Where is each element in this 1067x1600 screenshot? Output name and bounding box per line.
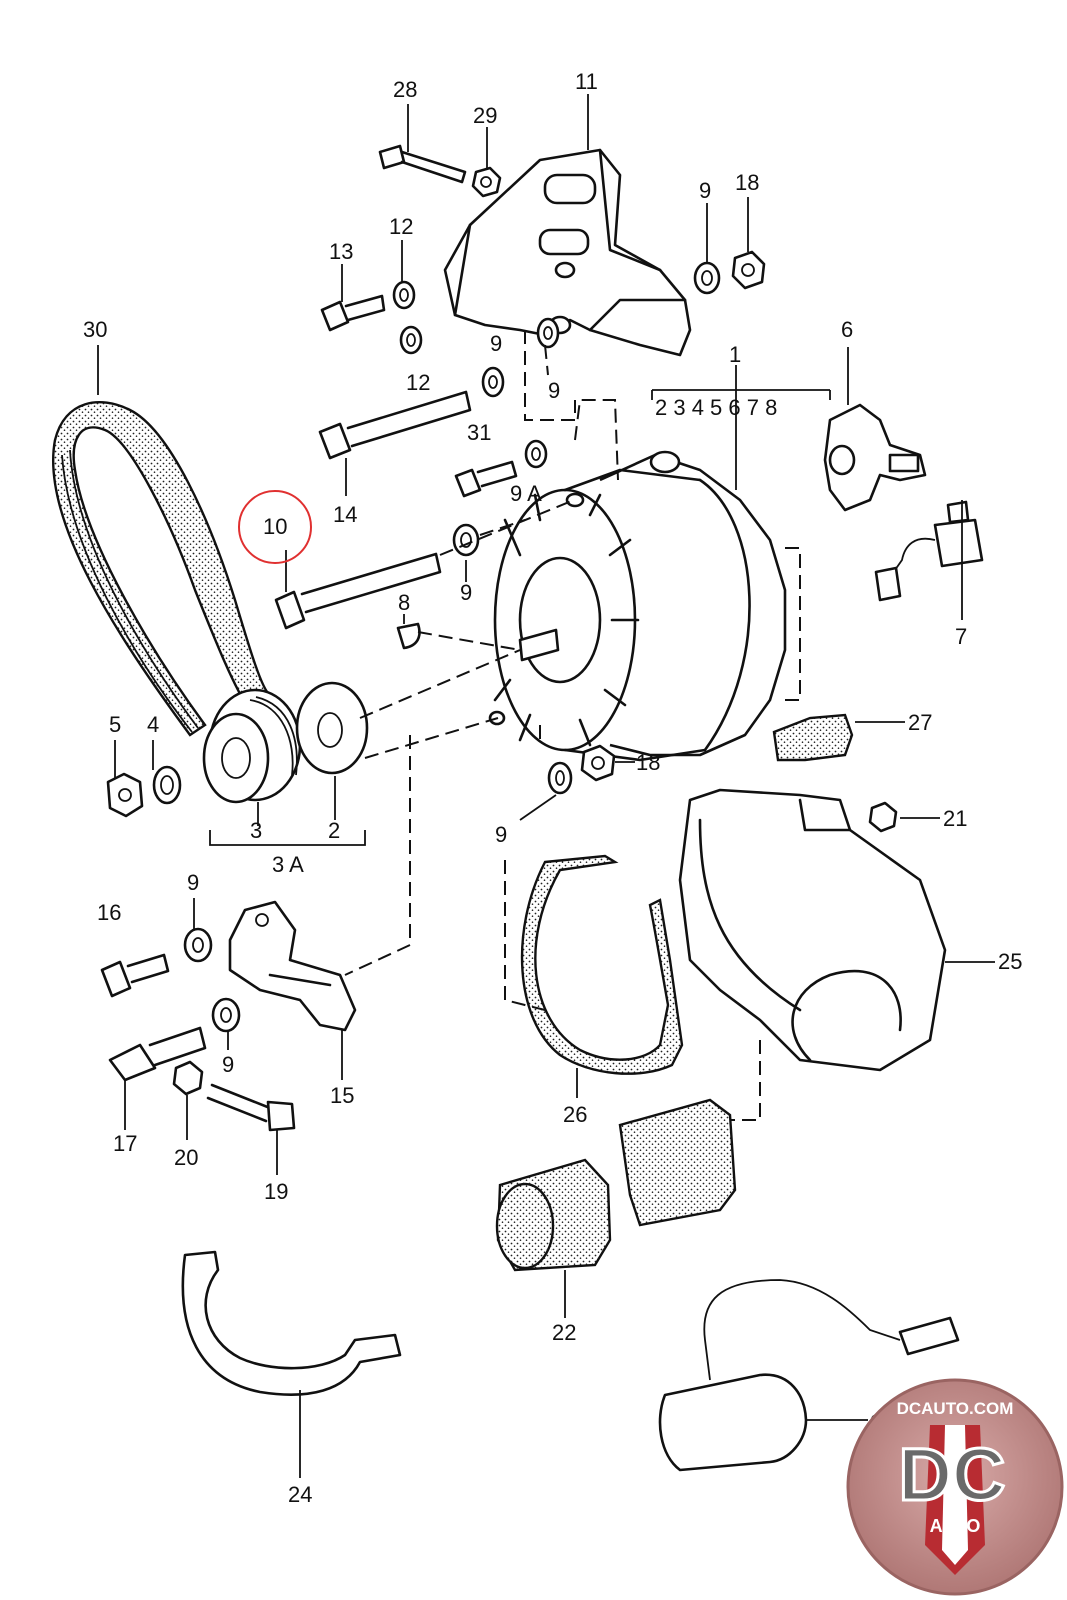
label-7: 7 xyxy=(955,624,967,649)
label-30: 30 xyxy=(83,317,107,342)
pulley-3[interactable] xyxy=(202,688,302,804)
label-18-lower: 18 xyxy=(636,750,660,775)
label-9-b: 9 xyxy=(548,378,560,403)
label-3A: 3 A xyxy=(272,852,304,877)
nut-5[interactable] xyxy=(106,772,144,818)
label-26: 26 xyxy=(563,1102,587,1127)
label-9-c: 9 xyxy=(699,178,711,203)
label-21: 21 xyxy=(943,806,967,831)
washer-9-e[interactable] xyxy=(183,927,213,963)
label-kit-1: 2 3 4 5 6 7 8 xyxy=(655,395,777,420)
logo-mark-text: DC xyxy=(899,1433,1006,1516)
label-15: 15 xyxy=(330,1083,354,1108)
label-24: 24 xyxy=(288,1482,312,1507)
bolt-10[interactable] xyxy=(274,552,442,630)
lower-bracket-15[interactable] xyxy=(228,900,357,1032)
label-17: 17 xyxy=(113,1131,137,1156)
label-5: 5 xyxy=(109,712,121,737)
washer-9A[interactable] xyxy=(524,439,548,469)
assembly-lines xyxy=(344,330,801,1121)
washer-9-c[interactable] xyxy=(693,261,721,295)
label-12-upper: 12 xyxy=(389,214,413,239)
highlight-circle xyxy=(238,490,312,564)
label-12-lower: 12 xyxy=(406,370,430,395)
label-13: 13 xyxy=(329,239,353,264)
gasket-26[interactable] xyxy=(520,854,684,1075)
label-3: 3 xyxy=(250,818,262,843)
label-18-upper: 18 xyxy=(735,170,759,195)
label-16: 16 xyxy=(97,900,121,925)
dcauto-logo: DCAUTO.COM DC AUTO xyxy=(846,1378,1064,1596)
v-belt[interactable] xyxy=(52,401,273,737)
label-14: 14 xyxy=(333,502,357,527)
bolt-31[interactable] xyxy=(454,460,518,498)
washer-9-d[interactable] xyxy=(452,523,480,557)
label-9-f: 9 xyxy=(222,1052,234,1077)
label-22: 22 xyxy=(552,1320,576,1345)
voltage-regulator-6[interactable] xyxy=(823,403,927,512)
bolt-14[interactable] xyxy=(318,390,472,460)
label-9A: 9 A xyxy=(510,481,542,506)
bolt-28[interactable] xyxy=(378,144,467,184)
sensor-23[interactable] xyxy=(658,1279,960,1472)
label-9-a: 9 xyxy=(490,331,502,356)
label-20: 20 xyxy=(174,1145,198,1170)
label-28: 28 xyxy=(393,77,417,102)
bolt-13[interactable] xyxy=(320,294,386,332)
alternator-1[interactable] xyxy=(488,450,787,762)
washer-9-g[interactable] xyxy=(547,761,573,795)
label-9-e: 9 xyxy=(187,870,199,895)
washer-9-b[interactable] xyxy=(536,317,560,349)
nut-20[interactable] xyxy=(172,1060,204,1096)
label-4: 4 xyxy=(147,712,159,737)
label-9-g: 9 xyxy=(495,822,507,847)
grommet-27[interactable] xyxy=(772,713,854,762)
bolt-16[interactable] xyxy=(100,953,170,998)
clamp-24[interactable] xyxy=(181,1250,402,1396)
nut-29[interactable] xyxy=(471,166,502,198)
pulley-2[interactable] xyxy=(295,681,369,775)
label-6: 6 xyxy=(841,317,853,342)
cover-25[interactable] xyxy=(678,788,947,1072)
logo-sub-text: AUTO xyxy=(930,1516,981,1536)
nut-18-upper[interactable] xyxy=(731,250,766,290)
label-29: 29 xyxy=(473,103,497,128)
label-27: 27 xyxy=(908,710,932,735)
nut-21[interactable] xyxy=(868,801,898,833)
leader-lines xyxy=(97,94,995,1478)
brush-holder-7[interactable] xyxy=(874,500,984,602)
label-19: 19 xyxy=(264,1179,288,1204)
lock-washer-4[interactable] xyxy=(152,765,182,805)
intake-duct-22[interactable] xyxy=(495,1098,737,1272)
upper-mounting-bracket[interactable] xyxy=(443,148,692,357)
adjuster-17[interactable] xyxy=(108,1026,207,1082)
label-25: 25 xyxy=(998,949,1022,974)
label-10: 10 xyxy=(263,514,287,539)
part-labels: 28 29 11 13 12 9 18 30 12 9 9 1 6 2 3 4 … xyxy=(83,69,1022,1507)
washer-12-upper[interactable] xyxy=(392,280,416,310)
woodruff-key-8[interactable] xyxy=(396,622,421,650)
label-8: 8 xyxy=(398,590,410,615)
label-9-d: 9 xyxy=(460,580,472,605)
nut-18-lower[interactable] xyxy=(580,744,616,782)
washer-12-lower[interactable] xyxy=(399,325,423,355)
logo-site-text: DCAUTO.COM xyxy=(897,1399,1014,1418)
washer-9-f[interactable] xyxy=(211,997,241,1033)
bolt-19[interactable] xyxy=(206,1083,296,1132)
label-11: 11 xyxy=(575,69,598,94)
washer-9-a[interactable] xyxy=(481,366,505,398)
label-31: 31 xyxy=(467,420,491,445)
label-1: 1 xyxy=(729,342,741,367)
label-2: 2 xyxy=(328,818,340,843)
